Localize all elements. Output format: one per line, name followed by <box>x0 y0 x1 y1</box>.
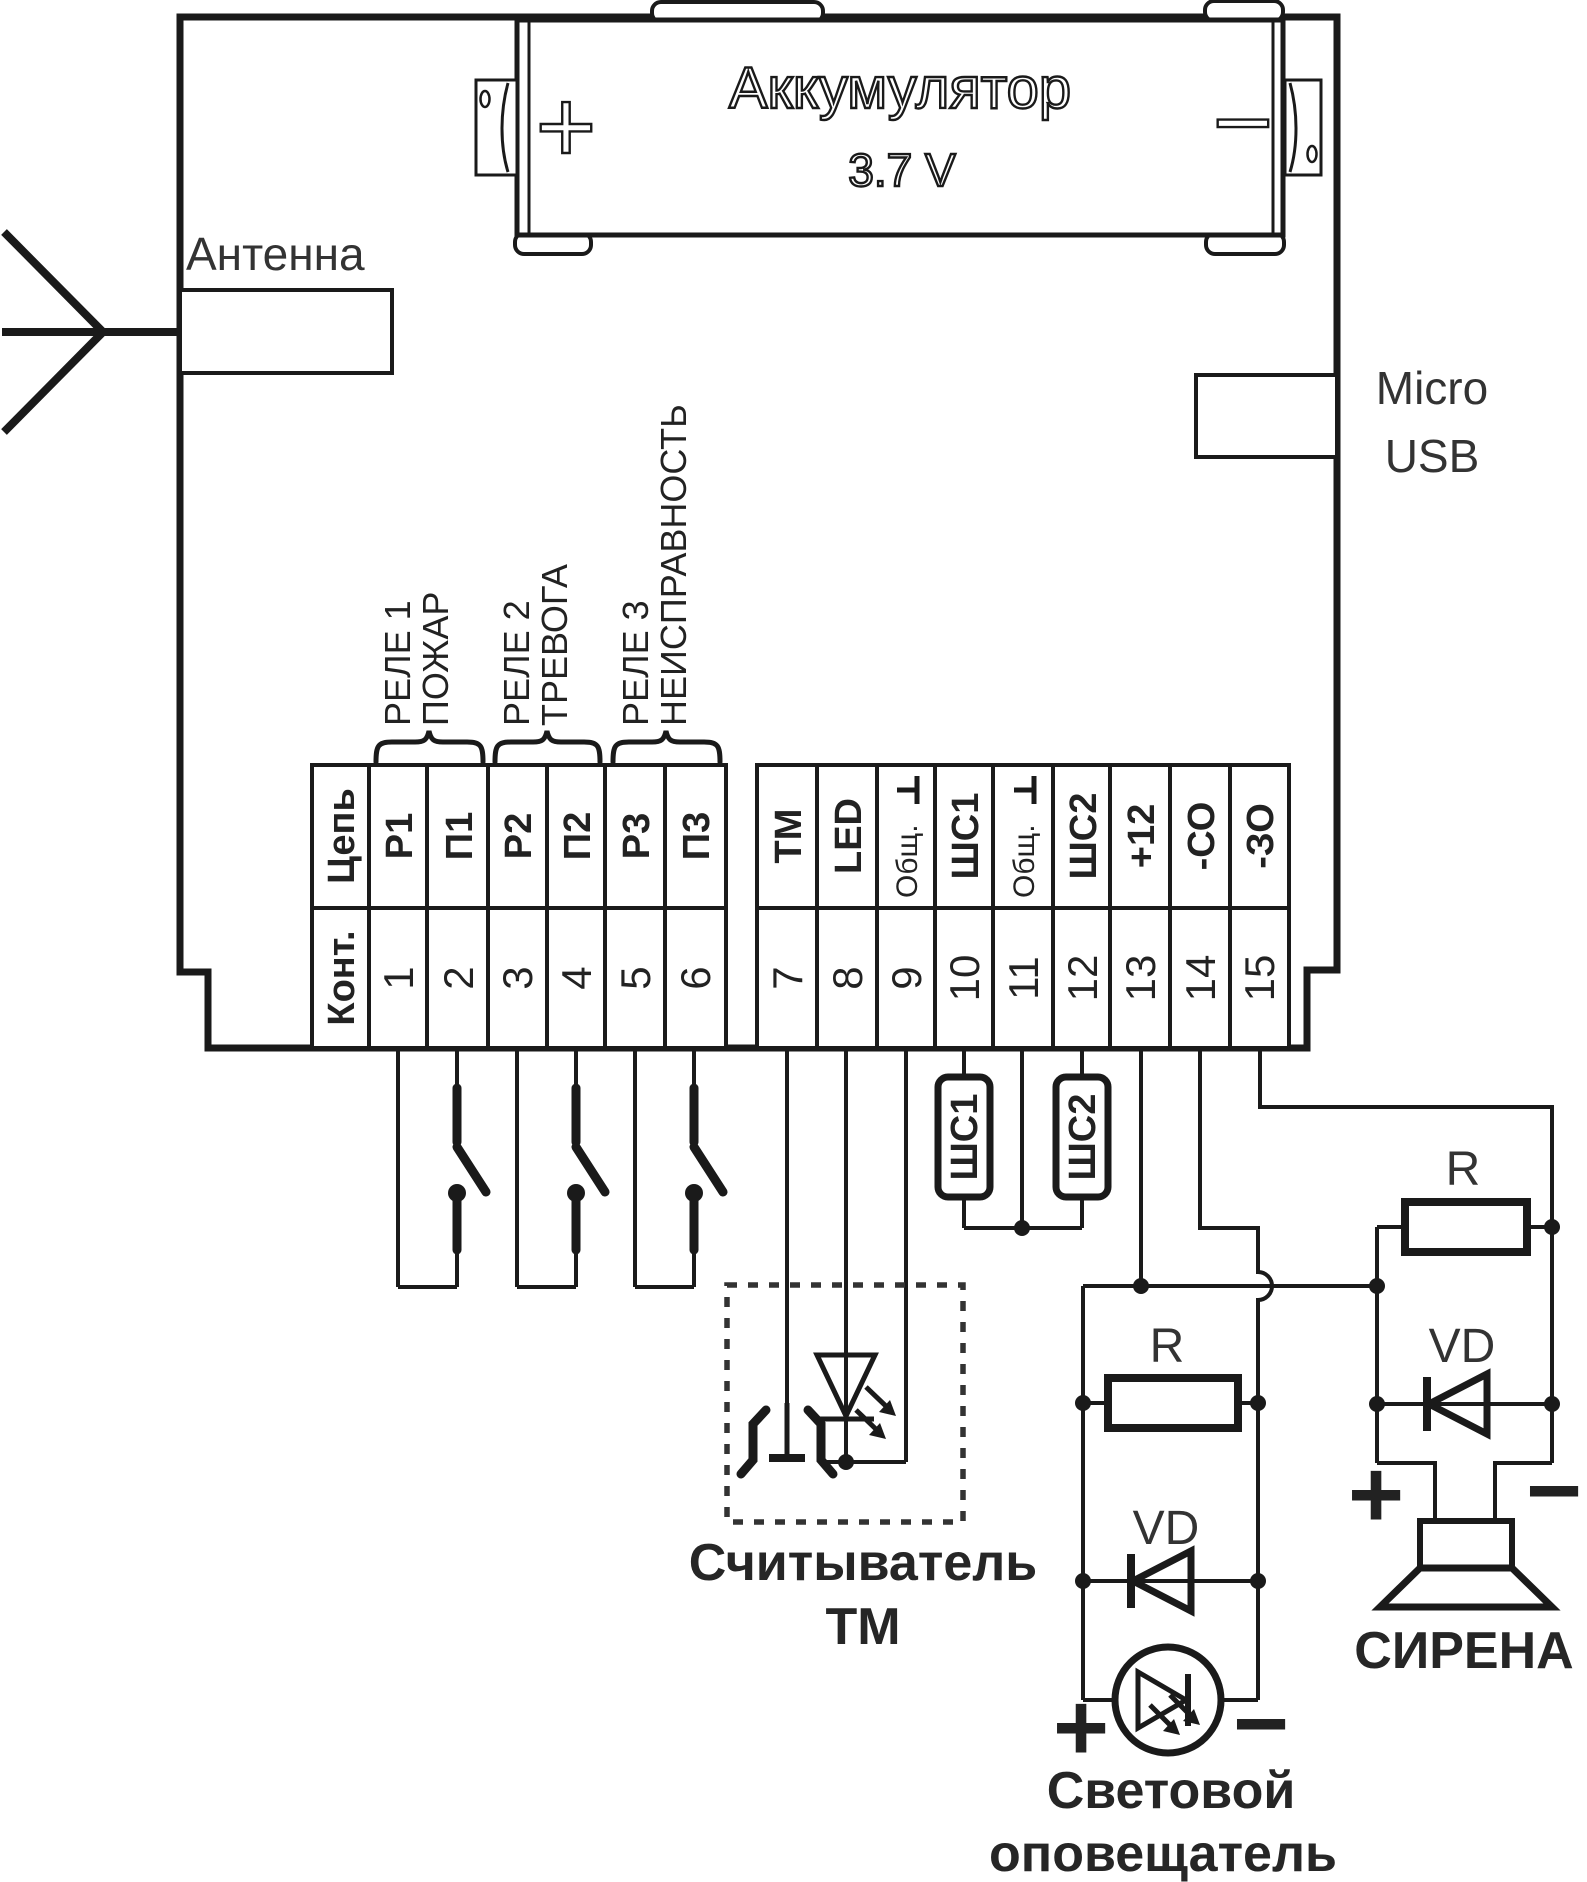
diode-icon <box>1421 1368 1491 1440</box>
shs2-resistor: ШС2 <box>1052 1073 1112 1201</box>
terminal-common2: Общ. <box>1008 776 1041 898</box>
diode-label: VD <box>1429 1320 1496 1373</box>
siren-label: СИРЕНА <box>1354 1622 1573 1680</box>
minus-sign: − <box>1233 1670 1289 1777</box>
resistor <box>1104 1374 1242 1432</box>
minus-sign: − <box>1526 1437 1582 1544</box>
svg-text:ШС1: ШС1 <box>944 1094 986 1181</box>
resistor-label: R <box>1150 1320 1185 1373</box>
svg-text:5: 5 <box>612 966 659 989</box>
svg-text:НЕИСПРАВНОСТЬ: НЕИСПРАВНОСТЬ <box>653 404 694 726</box>
terminal-block-2: ТМ LED Общ. ШС1 Общ. ШС2 +12 -СО -ЗО 7 8… <box>755 763 1291 1050</box>
tm-probe-icon <box>736 1403 838 1479</box>
relay2-switch <box>515 1048 610 1289</box>
ground-icon <box>897 776 920 804</box>
terminal-p2: Р2 <box>498 813 540 859</box>
terminal-pp3: П3 <box>676 812 718 860</box>
battery-body <box>514 17 1286 238</box>
terminal-block-1: Цепь Конт. Р1 П1 Р2 П2 Р3 П3 1 2 3 4 5 6 <box>310 763 728 1050</box>
relay1-label: РЕЛЕ 1 ПОЖАР <box>377 592 456 726</box>
svg-text:РЕЛЕ 1: РЕЛЕ 1 <box>377 600 418 726</box>
antenna-symbol <box>1 229 180 435</box>
terminal-minus-co: -СО <box>1181 802 1223 871</box>
terminal-minus-zo: -ЗО <box>1240 803 1282 869</box>
relay-braces <box>373 730 723 765</box>
tm-reader-label-line2: ТМ <box>825 1598 900 1656</box>
svg-text:12: 12 <box>1059 955 1106 1002</box>
contact-header: Конт. <box>321 930 363 1025</box>
svg-text:9: 9 <box>883 966 930 989</box>
svg-text:2: 2 <box>435 966 482 989</box>
svg-text:РЕЛЕ 2: РЕЛЕ 2 <box>496 600 537 726</box>
svg-text:Общ.: Общ. <box>891 824 924 898</box>
battery-contact-right <box>1283 78 1323 177</box>
diode-label: VD <box>1133 1502 1200 1555</box>
svg-text:1: 1 <box>375 966 422 989</box>
terminal-shs1: ШС1 <box>945 793 987 880</box>
light-annunciator-label-line2: оповещатель <box>989 1825 1337 1882</box>
usb-label-line1: Micro <box>1376 362 1488 414</box>
svg-text:ПОЖАР: ПОЖАР <box>415 592 456 726</box>
terminal-pp2: П2 <box>557 812 599 860</box>
antenna-label: Антенна <box>186 228 365 280</box>
led-icon <box>813 1352 896 1439</box>
svg-text:3: 3 <box>494 966 541 989</box>
terminal-plus12: +12 <box>1121 804 1163 868</box>
light-annunciator-label-line1: Световой <box>1047 1762 1296 1820</box>
terminal-tm: ТМ <box>768 809 810 864</box>
tm-reader: Считыватель ТМ <box>689 1282 1038 1656</box>
terminal-led: LED <box>828 798 870 874</box>
svg-text:10: 10 <box>941 955 988 1002</box>
control-panel-board <box>176 13 1341 1052</box>
svg-text:4: 4 <box>553 966 600 989</box>
svg-text:7: 7 <box>764 966 811 989</box>
usb-label-line2: USB <box>1385 430 1480 482</box>
battery-contact-left <box>474 78 519 177</box>
terminal-common1: Общ. <box>891 776 924 898</box>
micro-usb-port <box>1194 373 1339 459</box>
terminal-p3: Р3 <box>616 813 658 859</box>
battery-minus-sign: − <box>1213 65 1274 181</box>
antenna-module <box>178 288 394 375</box>
light-annunciator-circuit: R VD + − Световой оповещатель <box>989 1286 1337 1882</box>
battery-plus-sign: + <box>536 69 597 185</box>
svg-text:ШС2: ШС2 <box>1062 1094 1104 1181</box>
relay1-switch <box>396 1048 491 1289</box>
ground-icon <box>1014 776 1037 804</box>
plus-sign: + <box>1053 1674 1109 1781</box>
relay3-label: РЕЛЕ 3 НЕИСПРАВНОСТЬ <box>615 404 694 726</box>
tm-reader-outline <box>724 1282 966 1525</box>
svg-text:Общ.: Общ. <box>1008 824 1041 898</box>
diode-icon <box>1125 1545 1195 1617</box>
battery-label: Аккумулятор <box>729 56 1071 121</box>
svg-text:13: 13 <box>1117 955 1164 1002</box>
tm-reader-label-line1: Считыватель <box>689 1534 1038 1592</box>
svg-text:14: 14 <box>1177 955 1224 1002</box>
resistor <box>1401 1198 1531 1256</box>
terminal-pp1: П1 <box>439 812 481 860</box>
resistor-label: R <box>1446 1143 1481 1196</box>
relay3-switch <box>633 1048 728 1289</box>
terminal-shs2: ШС2 <box>1063 793 1105 880</box>
relay2-label: РЕЛЕ 2 ТРЕВОГА <box>496 564 575 726</box>
svg-text:ТРЕВОГА: ТРЕВОГА <box>534 564 575 726</box>
svg-text:РЕЛЕ 3: РЕЛЕ 3 <box>615 600 656 726</box>
siren-circuit: R VD + − СИРЕНА <box>1348 1143 1582 1680</box>
battery: Аккумулятор 3.7 V + − <box>474 0 1323 256</box>
shs1-resistor: ШС1 <box>934 1073 994 1201</box>
battery-voltage: 3.7 V <box>848 144 956 196</box>
relay-labels: РЕЛЕ 1 ПОЖАР РЕЛЕ 2 ТРЕВОГА РЕЛЕ 3 НЕИСП… <box>373 404 723 765</box>
svg-text:15: 15 <box>1236 955 1283 1002</box>
led-lamp-icon <box>1111 1643 1225 1757</box>
svg-text:8: 8 <box>824 966 871 989</box>
speaker-icon <box>1371 1518 1561 1611</box>
svg-text:6: 6 <box>672 966 719 989</box>
terminal-p1: Р1 <box>379 813 421 859</box>
plus-sign: + <box>1348 1441 1404 1548</box>
circuit-header: Цепь <box>321 788 363 884</box>
svg-text:11: 11 <box>1000 956 1047 1000</box>
wiring <box>785 1048 1554 1700</box>
